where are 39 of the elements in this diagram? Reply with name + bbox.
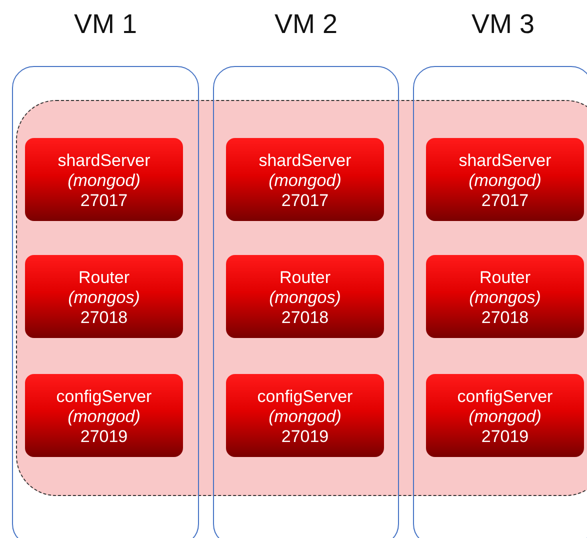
- server-box: [426, 138, 584, 221]
- process-name: (mongod): [268, 406, 342, 426]
- process-name: (mongod): [68, 406, 140, 426]
- process-name: (mongos): [469, 288, 541, 308]
- server-name: Router: [279, 268, 331, 288]
- server-box: [426, 374, 584, 457]
- server-name: shardServer: [258, 150, 352, 170]
- server-box: [426, 255, 584, 338]
- port-number: 27018: [281, 308, 329, 328]
- port-number: 27019: [481, 426, 529, 446]
- server-name: configServer: [56, 386, 152, 406]
- process-name: (mongos): [269, 288, 341, 308]
- process-name: (mongod): [68, 170, 140, 190]
- port-number: 27017: [80, 190, 128, 210]
- server-name: Router: [479, 268, 531, 288]
- process-name: (mongos): [68, 288, 140, 308]
- server-box: [25, 138, 183, 221]
- server-name: shardServer: [458, 150, 552, 170]
- port-number: 27018: [80, 308, 128, 328]
- server-name: configServer: [257, 386, 353, 406]
- port-number: 27019: [281, 426, 329, 446]
- process-name: (mongod): [468, 406, 542, 426]
- vm-label: VM 2: [273, 9, 339, 40]
- server-box: [25, 374, 183, 457]
- server-box: [226, 374, 384, 457]
- vm-label: VM 1: [72, 9, 138, 40]
- server-name: configServer: [457, 386, 553, 406]
- server-box: [226, 138, 384, 221]
- vm-label: VM 3: [470, 9, 536, 40]
- port-number: 27018: [481, 308, 529, 328]
- server-box: [226, 255, 384, 338]
- process-name: (mongod): [468, 170, 542, 190]
- process-name: (mongod): [268, 170, 342, 190]
- port-number: 27017: [481, 190, 529, 210]
- server-name: shardServer: [58, 150, 150, 170]
- port-number: 27017: [281, 190, 329, 210]
- server-box: [25, 255, 183, 338]
- port-number: 27019: [80, 426, 128, 446]
- server-name: Router: [78, 268, 130, 288]
